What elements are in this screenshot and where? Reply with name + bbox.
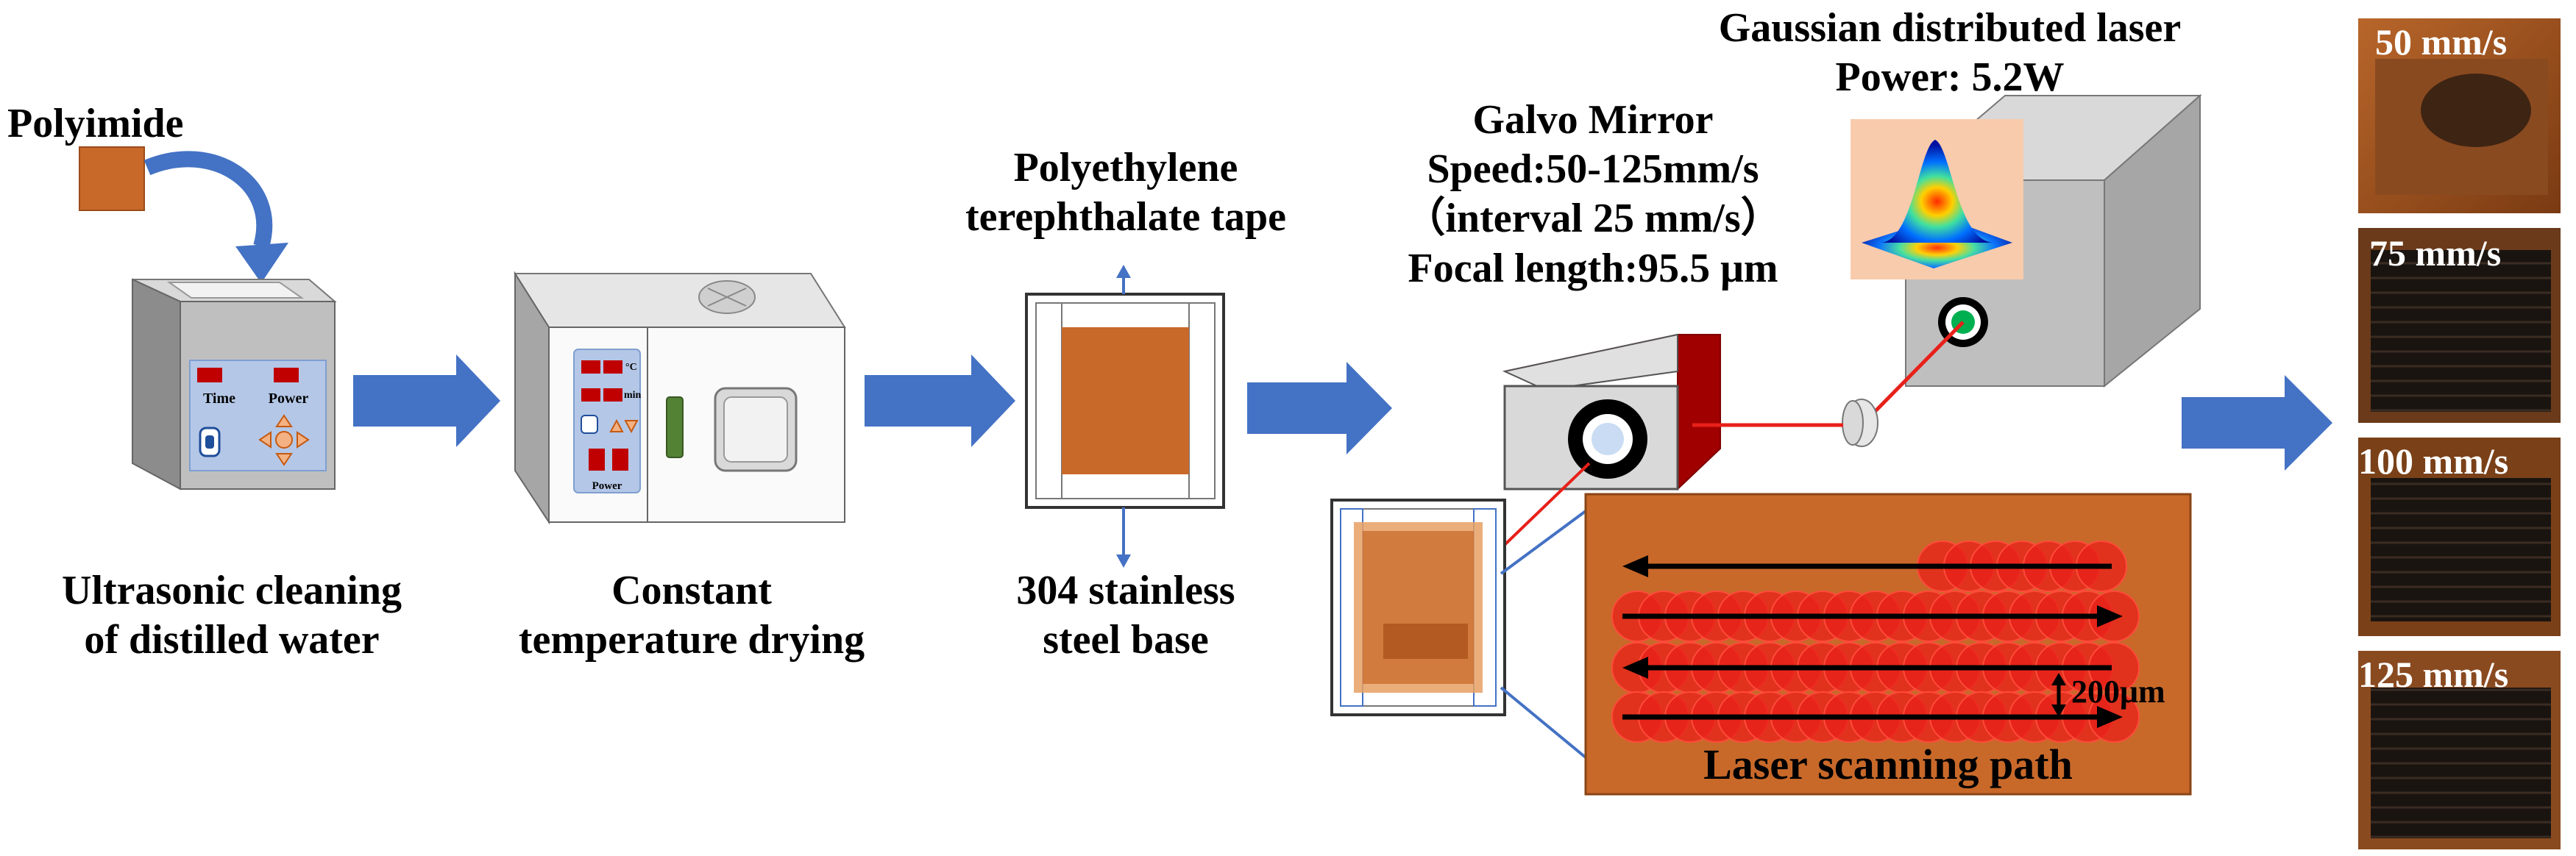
oven-unit-min-label: min: [624, 390, 642, 401]
cleaner-power-label: Power: [269, 390, 309, 407]
laser-label: Gaussian distributed laser Power: 5.2W: [1619, 4, 2281, 102]
process-arrow-4-icon: [2182, 375, 2332, 471]
ultrasonic-cleaner: Time Power: [132, 278, 337, 491]
sample-assembly: [1025, 293, 1225, 509]
cleaner-time-label: Time: [203, 390, 235, 407]
polyimide-label: Polyimide: [7, 101, 184, 146]
process-arrow-2-icon: [865, 354, 1015, 447]
steel-base-label: 304 stainless steel base: [912, 566, 1339, 665]
oven-power-label: Power: [592, 480, 622, 492]
ultrasonic-cleaning-label: Ultrasonic cleaning of distilled water: [11, 566, 453, 665]
galvo-mirror: [1502, 333, 1721, 491]
photo-label-100: 100 mm/s: [2358, 441, 2509, 482]
scan-path-label: Laser scanning path: [1703, 741, 2073, 788]
laser-beam-1: [1867, 321, 1965, 419]
zoom-line-top: [1500, 510, 1587, 575]
base-line-1: 304 stainless: [1016, 568, 1235, 613]
zoom-line-bottom: [1500, 686, 1587, 759]
galvo-title: Galvo Mirror: [1472, 97, 1714, 143]
base-pointer-arrow-icon: [1116, 554, 1131, 568]
ultrasonic-line-1: Ultrasonic cleaning: [62, 568, 402, 613]
photo-label-75: 75 mm/s: [2369, 232, 2502, 274]
scan-arrows: [1622, 555, 2123, 728]
scan-path-panel: [1584, 493, 2192, 796]
oven-unit-c-label: °C: [625, 362, 637, 373]
sample-top-view: [1330, 499, 1506, 716]
tape-line-1: Polyethylene: [1013, 145, 1238, 190]
tape-label: Polyethylene terephthalate tape: [912, 143, 1339, 242]
drying-label: Constant temperature drying: [471, 566, 912, 665]
photo-label-50: 50 mm/s: [2375, 21, 2508, 63]
base-line-2: steel base: [1043, 617, 1209, 663]
process-arrow-3-icon: [1247, 362, 1392, 454]
process-arrow-1-icon: [353, 354, 500, 447]
galvo-focal-length: Focal length:95.5 μm: [1408, 245, 1778, 291]
laser-line-1: Gaussian distributed laser: [1718, 5, 2182, 51]
scan-spacing-label: 200μm: [2071, 674, 2165, 710]
polyimide-sample: [79, 146, 145, 211]
laser-line-2: Power: 5.2W: [1835, 54, 2065, 101]
drying-line-1: Constant: [611, 568, 772, 613]
tape-line-2: terephthalate tape: [965, 194, 1286, 240]
beam-lens: [1842, 399, 1878, 447]
galvo-interval: （interval 25 mm/s）: [1404, 196, 1782, 242]
spacing-indicator: [2051, 673, 2066, 717]
galvo-speed: Speed:50-125mm/s: [1427, 146, 1759, 193]
curved-arrow-icon: [143, 151, 273, 249]
tape-pointer-arrow-icon: [1116, 265, 1131, 278]
photo-label-125: 125 mm/s: [2358, 654, 2509, 695]
result-photos: [2358, 18, 2561, 849]
gaussian-profile-inset: [1851, 119, 2023, 279]
galvo-mirror-label: Galvo Mirror Speed:50-125mm/s （interval …: [1354, 96, 1832, 293]
curved-arrow-head-icon: [235, 243, 288, 283]
drying-oven: °C min Power: [514, 271, 846, 525]
ultrasonic-line-2: of distilled water: [84, 617, 380, 663]
drying-line-2: temperature drying: [518, 617, 865, 663]
